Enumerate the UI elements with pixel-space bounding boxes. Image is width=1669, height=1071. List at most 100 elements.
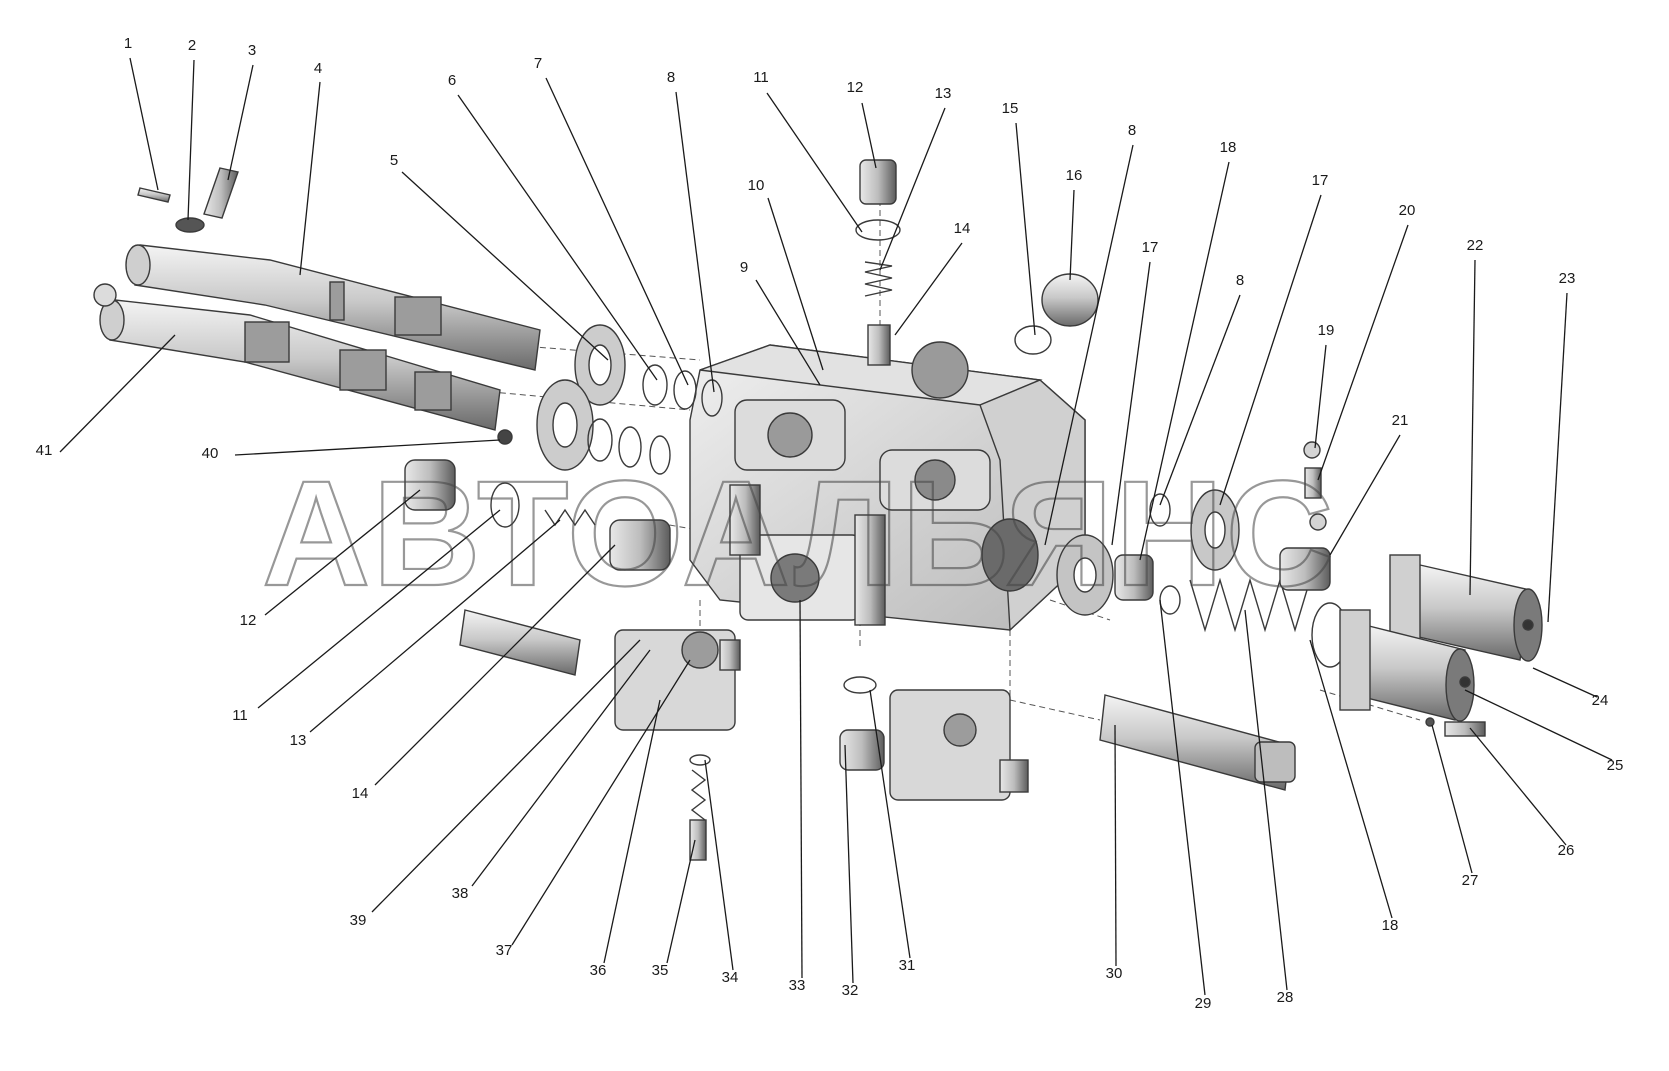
- leader-line-30: [1114, 724, 1117, 967]
- top-plug-assembly: [855, 159, 901, 366]
- callout-number-17: 17: [1312, 172, 1329, 189]
- leader-line-9: [755, 279, 821, 386]
- leader-line-28: [1244, 609, 1288, 991]
- leader-line-19: [1314, 344, 1327, 449]
- leader-line-8: [1159, 294, 1241, 506]
- leader-line-17: [1219, 194, 1322, 506]
- leader-line-3: [227, 64, 254, 181]
- leader-line-15: [1015, 122, 1036, 336]
- lower-center-block-assembly: [839, 676, 1029, 801]
- leader-line-17: [1111, 261, 1151, 546]
- callout-number-18: 18: [1220, 139, 1237, 156]
- spool-30: [1099, 694, 1296, 791]
- spool-upper: [125, 244, 541, 371]
- leader-line-21: [1329, 434, 1401, 556]
- callout-number-6: 6: [448, 72, 456, 89]
- callout-number-13: 13: [290, 732, 307, 749]
- callout-number-3: 3: [248, 42, 256, 59]
- leader-line-39: [371, 639, 641, 913]
- leader-line-26: [1469, 727, 1567, 846]
- leader-line-13: [309, 519, 561, 733]
- leader-line-38: [471, 649, 651, 887]
- callout-number-14: 14: [352, 785, 369, 802]
- leader-line-13: [879, 107, 946, 271]
- leader-line-8: [1044, 144, 1134, 546]
- callout-number-29: 29: [1195, 995, 1212, 1012]
- leader-line-4: [299, 81, 321, 276]
- callout-number-41: 41: [36, 442, 53, 459]
- callout-number-20: 20: [1399, 202, 1416, 219]
- leader-line-8: [675, 91, 715, 393]
- leader-line-18: [1139, 161, 1230, 561]
- callout-number-16: 16: [1066, 167, 1083, 184]
- callout-number-40: 40: [202, 445, 219, 462]
- leader-line-32: [844, 744, 854, 984]
- leader-line-31: [869, 689, 911, 959]
- callout-number-33: 33: [789, 977, 806, 994]
- callout-number-30: 30: [1106, 965, 1123, 982]
- leader-line-14: [894, 242, 963, 336]
- leader-line-37: [511, 659, 691, 946]
- callout-number-19: 19: [1318, 322, 1335, 339]
- callout-number-8: 8: [667, 69, 675, 86]
- callout-number-34: 34: [722, 969, 739, 986]
- leader-line-10: [767, 197, 824, 371]
- leader-line-27: [1431, 724, 1473, 874]
- callout-number-1: 1: [124, 35, 132, 52]
- leader-line-40: [234, 439, 501, 456]
- leader-line-14: [374, 544, 616, 786]
- callout-number-2: 2: [188, 37, 196, 54]
- leader-line-34: [704, 759, 734, 971]
- leader-line-18: [1309, 639, 1393, 919]
- callout-number-15: 15: [1002, 100, 1019, 117]
- callout-number-26: 26: [1558, 842, 1575, 859]
- right-side-spring-assembly: [1056, 441, 1349, 668]
- leader-line-24: [1532, 667, 1598, 698]
- callout-number-17: 17: [1142, 239, 1159, 256]
- callout-number-21: 21: [1392, 412, 1409, 429]
- leader-line-41: [59, 334, 176, 453]
- left-lower-plug-assembly: [404, 429, 671, 571]
- callout-number-35: 35: [652, 962, 669, 979]
- leader-line-22: [1469, 259, 1476, 596]
- callout-number-24: 24: [1592, 692, 1609, 709]
- callout-number-36: 36: [590, 962, 607, 979]
- callout-number-14: 14: [954, 220, 971, 237]
- callout-number-8: 8: [1236, 272, 1244, 289]
- leader-line-16: [1069, 189, 1075, 281]
- leader-line-1: [129, 57, 159, 191]
- callout-number-11: 11: [232, 707, 248, 724]
- callout-number-27: 27: [1462, 872, 1479, 889]
- leader-line-7: [545, 77, 689, 386]
- callout-number-8: 8: [1128, 122, 1136, 139]
- callout-number-28: 28: [1277, 989, 1294, 1006]
- leader-line-36: [603, 699, 661, 964]
- leader-line-23: [1547, 292, 1568, 623]
- leader-line-25: [1464, 689, 1613, 761]
- cap-and-ring-15-16: [1014, 273, 1099, 355]
- callout-number-13: 13: [935, 85, 952, 102]
- spool-lower: [93, 283, 501, 431]
- callout-number-25: 25: [1607, 757, 1624, 774]
- callout-number-12: 12: [847, 79, 864, 96]
- lower-left-block-assembly: [459, 609, 741, 861]
- leader-line-12: [264, 489, 421, 616]
- callout-number-9: 9: [740, 259, 748, 276]
- leader-lines: [59, 57, 1613, 996]
- callout-number-7: 7: [534, 55, 542, 72]
- leader-line-33: [799, 599, 803, 979]
- right-end-covers: [1339, 554, 1543, 737]
- leader-line-11: [766, 92, 863, 233]
- leader-line-6: [457, 94, 658, 381]
- leader-line-2: [187, 59, 195, 221]
- callout-number-11: 11: [753, 69, 769, 86]
- leader-line-11: [257, 509, 501, 709]
- leader-line-5: [401, 171, 609, 361]
- callout-number-12: 12: [240, 612, 257, 629]
- callout-number-10: 10: [748, 177, 765, 194]
- small-parts-top-left: [137, 167, 239, 233]
- callout-number-39: 39: [350, 912, 367, 929]
